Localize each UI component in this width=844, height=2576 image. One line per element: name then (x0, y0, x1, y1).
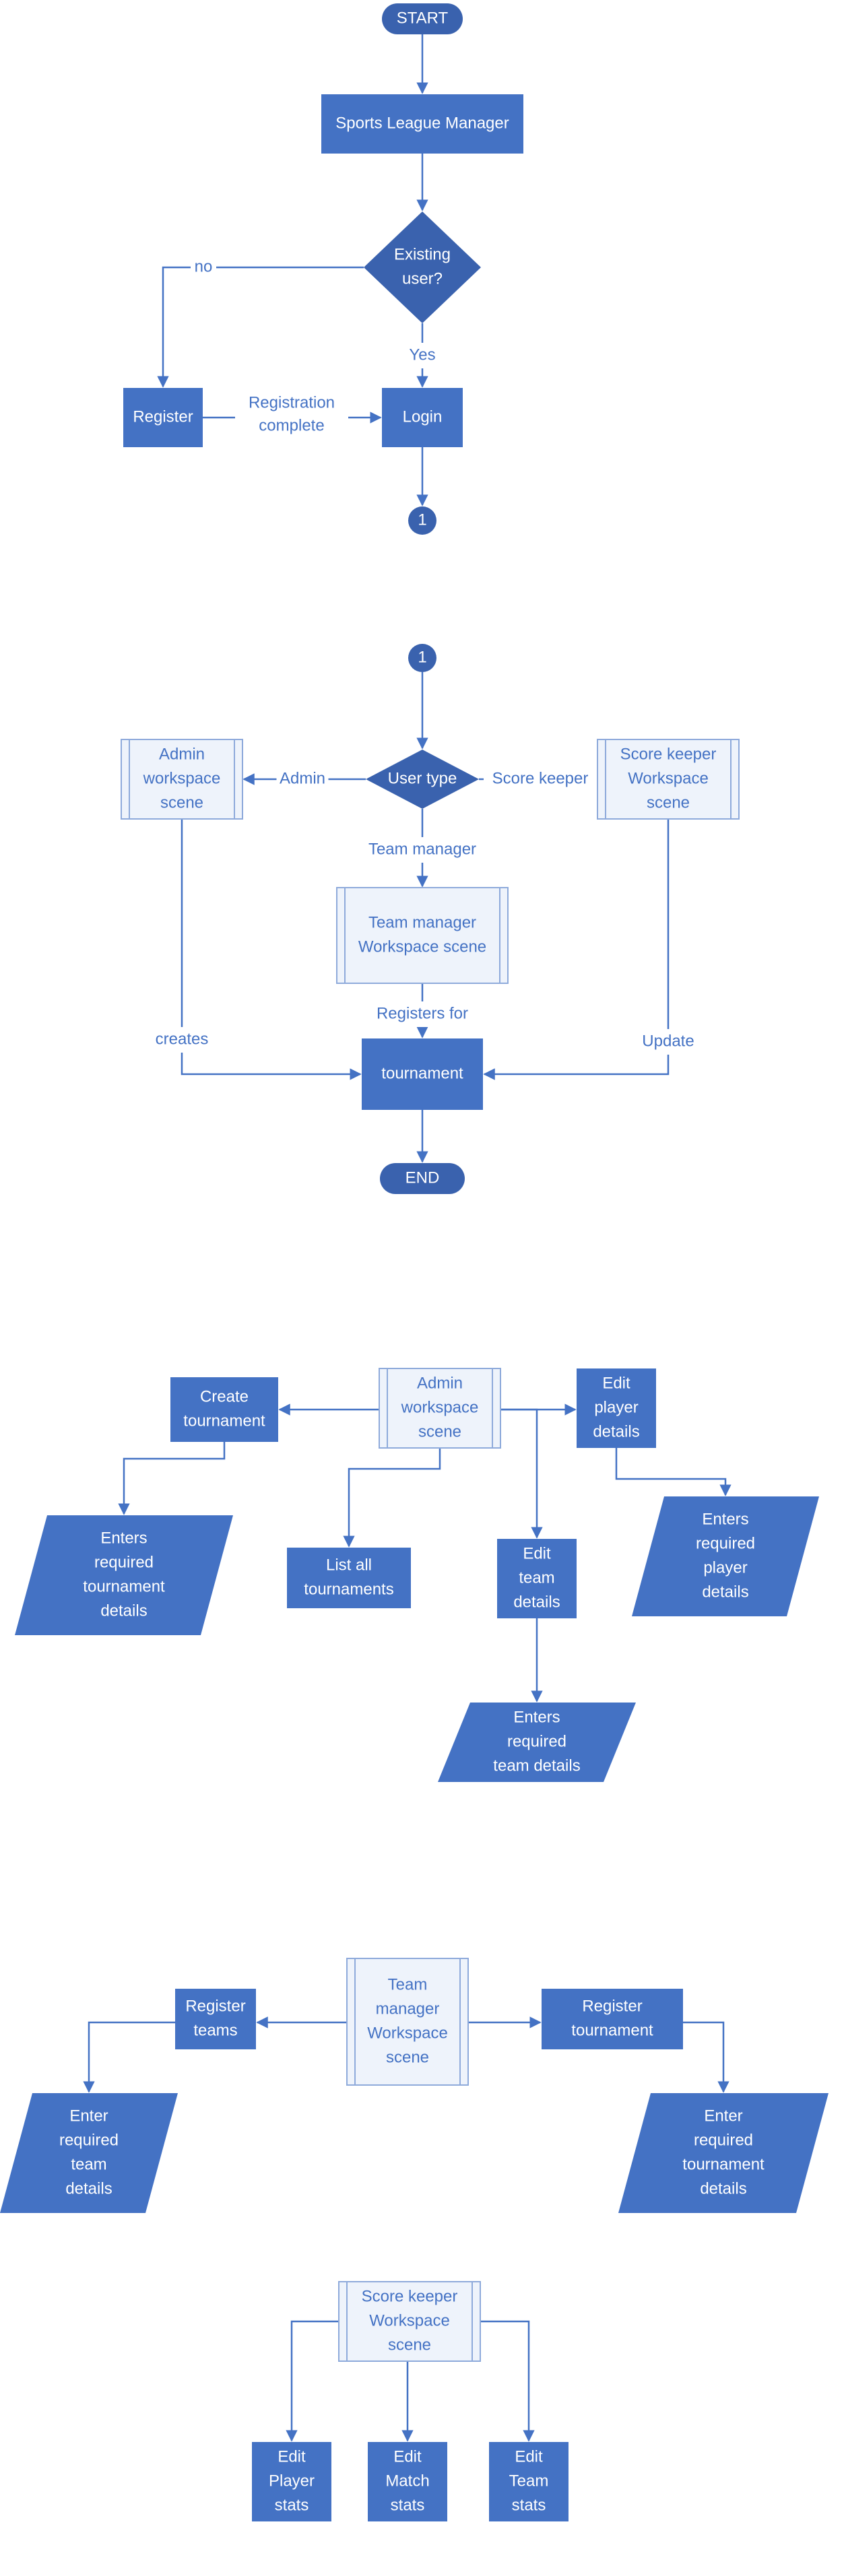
label-update: Update (642, 1032, 694, 1050)
edge-score-tournament (483, 819, 670, 1080)
label-admin: Admin (280, 769, 325, 787)
start-terminal: START (382, 3, 463, 34)
end-terminal-label: END (405, 1168, 440, 1187)
connector-1-out: 1 (408, 506, 436, 535)
connector-1-out-label: 1 (418, 510, 426, 529)
edge-registerteams-enter (83, 2021, 175, 2093)
end-terminal: END (380, 1163, 465, 1194)
user-type-decision-label: User type (388, 769, 457, 787)
label-no: no (195, 257, 213, 275)
tournament-box-label: tournament (381, 1064, 463, 1082)
label-team-manager: Team manager (368, 840, 476, 858)
edge-score-teamstats (480, 2320, 535, 2442)
edge-editplayer-enters (615, 1448, 732, 1496)
edge-decision-no (157, 266, 364, 388)
edge-create-enters (118, 1442, 226, 1515)
connector-1-in: 1 (408, 644, 436, 672)
login-box-label: Login (403, 407, 443, 426)
label-yes: Yes (409, 345, 435, 364)
edge-admin-tournament (181, 819, 362, 1080)
connectors (83, 34, 732, 2442)
label-registers-for: Registers for (377, 1004, 468, 1022)
register-box-label: Register (133, 407, 193, 426)
start-terminal-label: START (397, 9, 449, 27)
tournament-box: tournament (362, 1038, 483, 1110)
edge-admin-list (343, 1448, 441, 1548)
label-creates: creates (156, 1030, 209, 1048)
edge-admin-editteam (500, 1408, 543, 1539)
user-type-decision: User type (366, 750, 479, 809)
edge-registertournament-enter (683, 2021, 729, 2093)
edge-score-playerstats (286, 2320, 339, 2442)
login-box: Login (382, 388, 463, 447)
label-score-keeper: Score keeper (492, 769, 589, 787)
app-title-box: Sports League Manager (321, 94, 523, 154)
connector-1-in-label: 1 (418, 648, 426, 666)
app-title-box-label: Sports League Manager (335, 114, 509, 132)
register-box: Register (123, 388, 203, 447)
